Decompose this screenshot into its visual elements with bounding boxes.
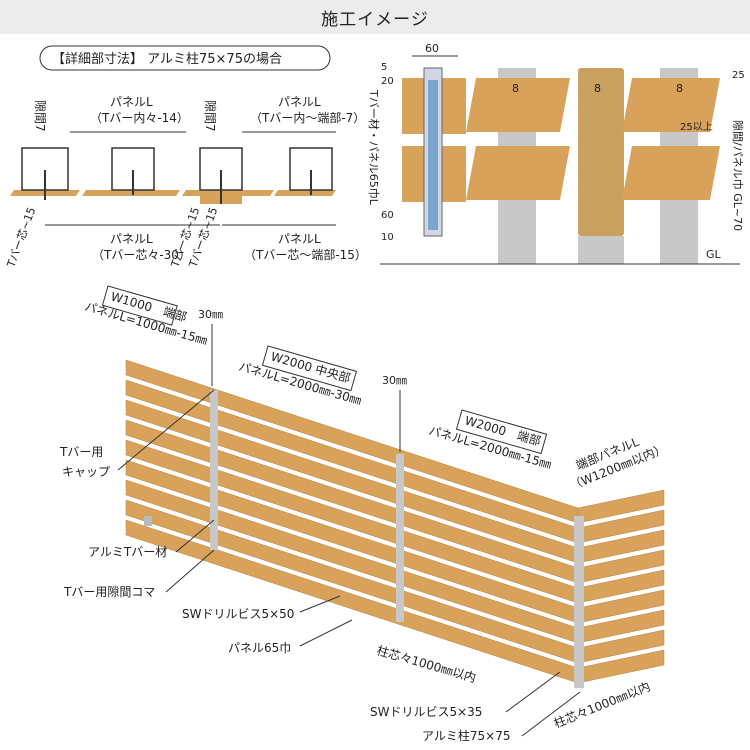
koma-leader — [165, 549, 215, 593]
panel-strip — [82, 190, 180, 196]
gap7-label-a: 隙間7 — [33, 100, 47, 132]
tbar-left — [210, 390, 218, 550]
pitch2-label: 柱芯々1000㎜以内 — [552, 678, 653, 730]
panel-strip — [274, 190, 336, 196]
panel-top-2b: （Tバー内～端部-7） — [250, 110, 365, 125]
tbar-leader — [175, 519, 215, 553]
dim-8-a: 8 — [512, 82, 519, 95]
panel-bot-1b: （Tバー芯々-30） — [92, 248, 191, 262]
koma-label: Tバー用隙間コマ — [63, 585, 155, 599]
gap7-label-b: 隙間7 — [203, 100, 217, 132]
elevation-detail: 60 5 20 60 10 Tバー材・パネル65巾L 8 8 8 25 25以上… — [367, 42, 745, 265]
gl-label: GL — [706, 248, 722, 261]
panel-top-2: パネルL — [278, 95, 321, 109]
post-foot — [144, 516, 152, 526]
tbar-plate — [578, 68, 624, 236]
fence-perspective: W1000 端部 パネルL=1000㎜-15㎜ W2000 中央部 パネルL=2… — [59, 285, 668, 743]
screw50-leader — [299, 595, 341, 613]
panel-bot-1: パネルL — [110, 232, 153, 246]
panel65-label: パネル65巾 — [228, 641, 291, 655]
pitch1-label: 柱芯々1000㎜以内 — [375, 642, 478, 685]
board — [622, 78, 720, 132]
panel-bot-2b: （Tバー芯～端部-15） — [244, 247, 367, 262]
panel-top-1b: （Tバー内々-14） — [90, 111, 189, 125]
dim-60-top: 60 — [425, 42, 439, 55]
fence-boards-right — [577, 489, 665, 684]
dim-60-bot: 60 — [381, 210, 394, 221]
board — [622, 146, 720, 200]
panel65-leader — [299, 619, 353, 647]
board — [466, 146, 570, 200]
detail-label: 【詳細部寸法】 アルミ柱75×75の場合 — [52, 51, 282, 67]
page-title: 施工イメージ — [321, 9, 429, 30]
cap-label-2: キャップ — [62, 465, 110, 479]
dim30-a: 30㎜ — [198, 308, 223, 321]
dim-20: 20 — [381, 76, 394, 87]
panel-top-1: パネルL — [110, 95, 153, 109]
dim-8-b: 8 — [594, 82, 601, 95]
fence-boards-left — [125, 359, 579, 684]
cap-leader — [117, 389, 215, 471]
board — [466, 78, 570, 132]
screw35-leader — [505, 671, 561, 713]
page-title-bar: 施工イメージ — [0, 0, 750, 34]
screw50-label: SWドリルビス5×50 — [182, 607, 294, 621]
tbar-15-a: Tバー芯~15 — [3, 205, 38, 270]
detail-label-box — [39, 45, 331, 71]
post-label: アルミ柱75×75 — [422, 728, 510, 743]
w1000-box — [101, 285, 178, 326]
w2000c-box — [261, 345, 358, 392]
cap-label: Tバー用 — [59, 445, 103, 459]
screw35-label: SWドリルビス5×35 — [370, 705, 482, 719]
dim-8-c: 8 — [676, 82, 683, 95]
tbar-core — [428, 80, 438, 230]
dim-25up: 25以上 — [680, 121, 713, 133]
post-base — [578, 236, 624, 264]
gap-height-label: 隙間/パネル巾 GL~70 — [731, 120, 745, 231]
dim-5: 5 — [381, 62, 387, 73]
detail-dimensions: 【詳細部寸法】 アルミ柱75×75の場合 隙間7 隙間7 パネルL （Tバー内々… — [3, 45, 367, 270]
corner-post — [574, 516, 584, 688]
tbar-label: アルミTバー材 — [88, 545, 167, 559]
panel-strip — [182, 190, 274, 196]
w2000e-box — [455, 409, 548, 455]
dim30-b: 30㎜ — [382, 374, 407, 387]
tbar-height-label: Tバー材・パネル65巾L — [367, 89, 381, 206]
dim-25: 25 — [732, 70, 745, 81]
tbar-right — [396, 454, 404, 622]
post-leader — [521, 691, 581, 737]
panel-bot-2: パネルL — [278, 232, 321, 246]
dim-10: 10 — [381, 232, 394, 243]
